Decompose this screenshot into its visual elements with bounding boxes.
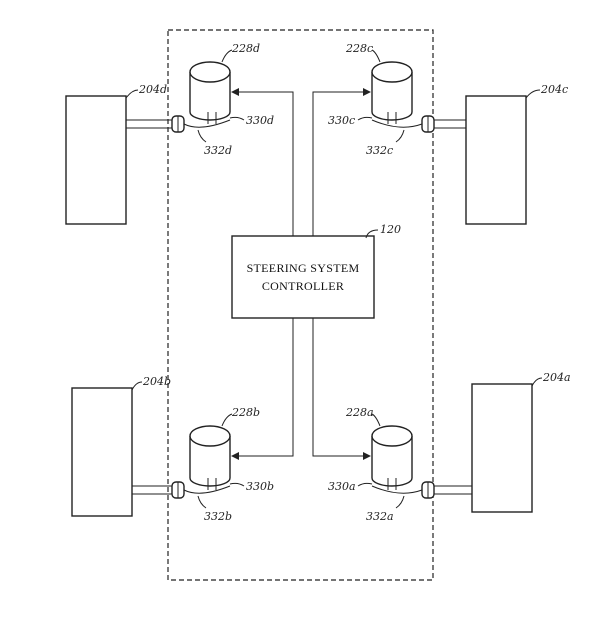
label-330a: 330a	[328, 480, 356, 493]
label-228d: 228d	[231, 42, 260, 55]
joint-front-right	[421, 115, 435, 133]
label-204b: 204b	[142, 375, 171, 388]
actuator-front-right	[371, 61, 423, 128]
joint-rear-right	[421, 481, 435, 499]
connection-rear-right	[312, 318, 371, 460]
shaft-rear-left	[132, 485, 172, 495]
label-228a: 228a	[345, 406, 374, 419]
wheel-rear-left	[71, 387, 133, 517]
wheel-front-right	[465, 95, 527, 225]
wheel-rear-right	[471, 383, 533, 513]
controller-line1: STEERING SYSTEM	[247, 261, 360, 275]
label-332c: 332c	[366, 144, 393, 157]
controller-line2: CONTROLLER	[262, 279, 344, 293]
joint-rear-left	[171, 481, 185, 499]
actuator-front-left	[183, 61, 231, 128]
connection-rear-left	[231, 318, 294, 460]
label-204d: 204d	[138, 83, 167, 96]
label-332b: 332b	[204, 510, 232, 523]
shaft-front-left	[126, 119, 172, 129]
label-228c: 228c	[345, 42, 373, 55]
actuator-rear-left	[183, 425, 231, 494]
vehicle-boundary	[167, 29, 434, 581]
connection-front-right	[312, 88, 371, 236]
label-332a: 332a	[366, 510, 394, 523]
joint-front-left	[171, 115, 185, 133]
connection-front-left	[231, 88, 294, 236]
label-120: 120	[380, 223, 401, 236]
label-330b: 330b	[246, 480, 274, 493]
steering-controller-box	[231, 235, 375, 319]
label-204a: 204a	[542, 371, 571, 384]
actuator-rear-right	[371, 425, 423, 494]
label-332d: 332d	[204, 144, 232, 157]
shaft-rear-right	[432, 485, 472, 495]
shaft-front-right	[432, 119, 466, 129]
wheel-front-left	[65, 95, 127, 225]
label-330d: 330d	[246, 114, 274, 127]
label-204c: 204c	[540, 83, 568, 96]
label-228b: 228b	[231, 406, 260, 419]
label-330c: 330c	[328, 114, 355, 127]
